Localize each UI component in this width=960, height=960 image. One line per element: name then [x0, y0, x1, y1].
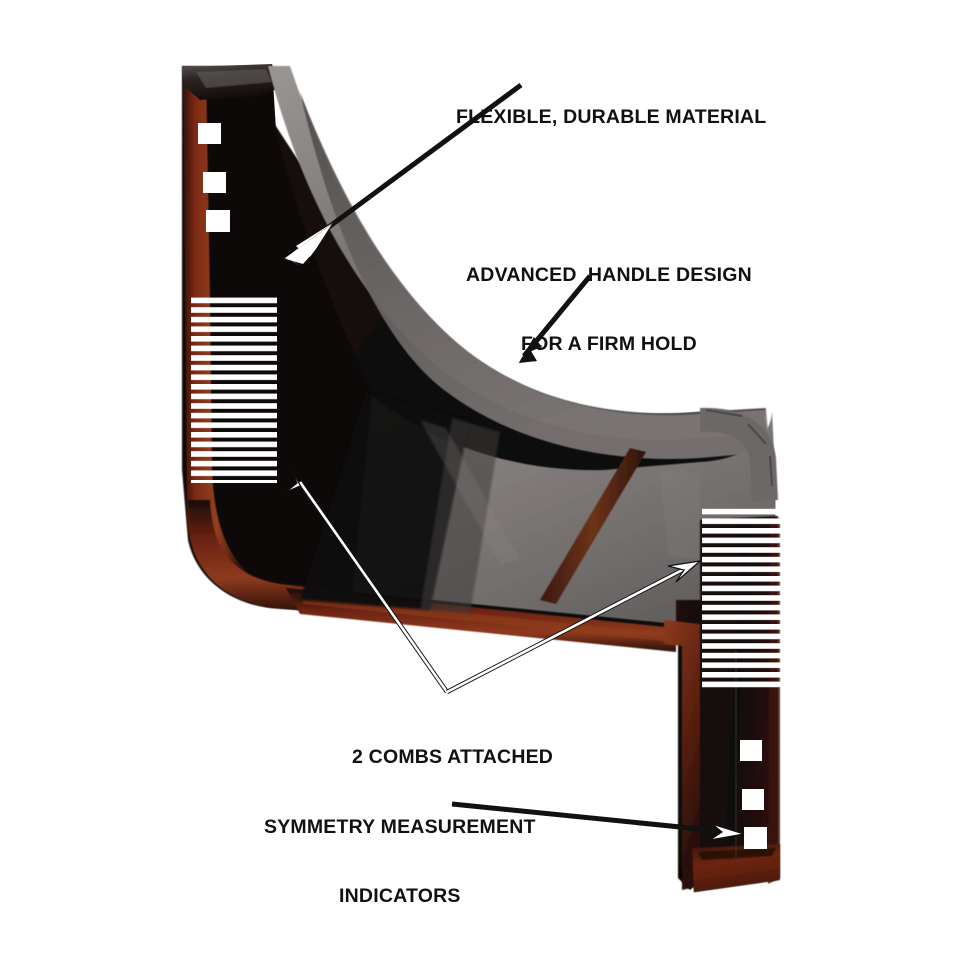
left-comb [191, 297, 277, 483]
handle-reflection-a [420, 420, 520, 564]
inner-corner-brown-bar [664, 620, 700, 890]
label-flexible-durable-material: FLEXIBLE, DURABLE MATERIAL [456, 60, 766, 175]
lower-edge-brown-highlight [300, 596, 672, 642]
left-arm-bottom-corner [188, 500, 334, 612]
label-symmetry-measurement-indicators: SYMMETRY MEASUREMENT INDICATORS [264, 770, 536, 954]
handle-right-rounded-corner [700, 407, 778, 502]
label-advanced-handle-design: ADVANCED HANDLE DESIGN FOR A FIRM HOLD [466, 218, 752, 402]
label-line: ADVANCED HANDLE DESIGN [466, 264, 752, 286]
arrow-two-combs-attached [285, 469, 702, 694]
label-line: FLEXIBLE, DURABLE MATERIAL [456, 106, 767, 128]
product-silhouette [182, 64, 780, 892]
label-line: FOR A FIRM HOLD [520, 333, 697, 355]
handle-left-wedge [300, 392, 470, 610]
symmetry-indicator-squares-bottom-right [740, 740, 767, 849]
arrow-symmetry-measurement-indicators [451, 801, 745, 841]
left-arm-top-highlight [196, 69, 272, 88]
label-two-combs-attached: 2 COMBS ATTACHED [352, 700, 553, 815]
handle-diagonal-seam [540, 448, 646, 604]
handle-left-wedge-soft [420, 418, 500, 614]
symmetry-indicator-squares-top-left [198, 123, 230, 232]
label-line: 2 COMBS ATTACHED [352, 746, 554, 768]
label-line: SYMMETRY MEASUREMENT [264, 816, 536, 838]
arrow-advanced-handle-design [518, 274, 592, 364]
handle-right-corner-facets [705, 408, 774, 487]
handle-reflection-b [660, 470, 700, 560]
right-comb [702, 508, 786, 690]
label-line: INDICATORS [339, 885, 461, 907]
arrow-flexible-durable-material [284, 82, 523, 266]
